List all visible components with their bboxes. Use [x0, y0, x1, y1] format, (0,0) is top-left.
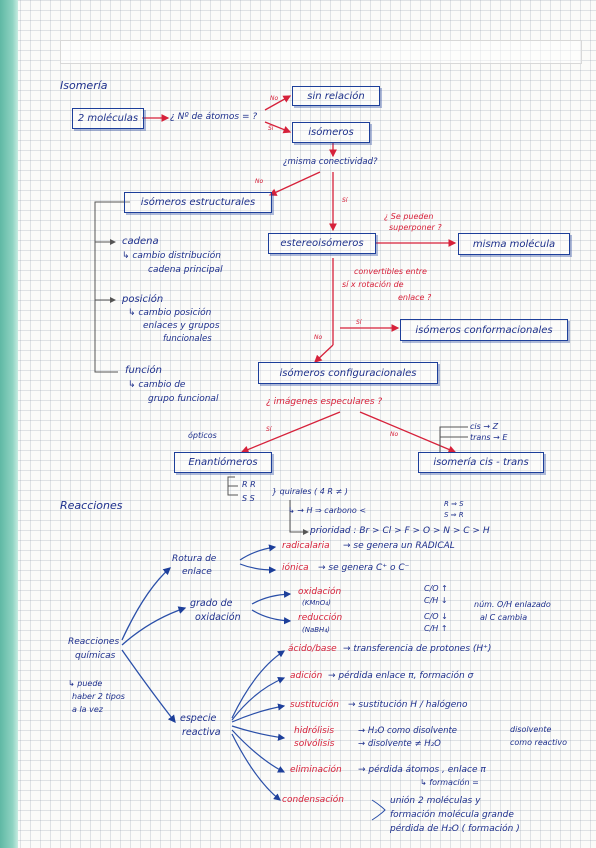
- posicion-descripcion: ↳ cambio posición: [128, 308, 212, 318]
- grado-oxidacion: grado de: [190, 598, 233, 609]
- nota-dos-tipos: haber 2 tipos: [72, 692, 125, 701]
- question-imagenes-especulares: ¿ imágenes especulares ?: [266, 397, 383, 407]
- hidrolisis: hidrólisis: [294, 726, 335, 736]
- box-isomeros: isómeros: [292, 122, 370, 143]
- radicalaria-descripcion: → se genera un RADICAL: [343, 541, 455, 551]
- especie-reactiva: reactiva: [182, 727, 221, 738]
- question-rotacion: enlace ?: [398, 293, 432, 302]
- config-r: R R: [242, 480, 256, 489]
- ch-disminuye: C/H ↓: [424, 596, 448, 605]
- condensacion-descripcion: pérdida de H₂O ( formación ): [390, 824, 520, 834]
- section-title-reacciones: Reacciones: [60, 499, 123, 512]
- funcion-descripcion: ↳ cambio de: [128, 380, 186, 390]
- hidrolisis-descripcion: → H₂O como disolvente: [358, 726, 458, 736]
- radicalaria: radicalaria: [282, 541, 330, 551]
- box-estereoisomeros: estereoisómeros: [268, 233, 376, 254]
- especie-reactiva: especie: [180, 713, 217, 724]
- reactivo-nabh4: (NaBH₄): [302, 626, 330, 634]
- rotura-enlace: Rotura de: [172, 554, 217, 564]
- label-si: Sí: [268, 125, 274, 132]
- funcion-descripcion: grupo funcional: [148, 394, 219, 404]
- notebook-binding-strip: [0, 0, 18, 848]
- box-isomeros-configuracionales: isómeros configuracionales: [258, 362, 438, 384]
- box-sin-relacion: sin relación: [292, 86, 380, 106]
- box-isomeros-estructurales: isómeros estructurales: [124, 192, 272, 213]
- label-si: Sí: [342, 197, 348, 204]
- question-rotacion: sí x rotación de: [342, 280, 404, 289]
- question-numero-atomos: ¿ Nº de átomos = ?: [170, 112, 258, 122]
- label-si: Sí: [266, 426, 272, 433]
- eliminacion: eliminación: [290, 765, 342, 775]
- num-oh-enlazado: al C cambia: [480, 613, 528, 622]
- formacion-doble-enlace: ↳ formación =: [420, 778, 479, 787]
- s-a-r: S ⇒ R: [444, 511, 464, 519]
- acido-base: ácido/base: [288, 644, 337, 654]
- label-si: Sí: [356, 319, 362, 326]
- box-enantiomeros: Enantiómeros: [174, 452, 272, 473]
- tipo-funcion: función: [125, 365, 162, 376]
- reactivo-kmno4: (KMnO₄): [302, 599, 331, 607]
- box-dos-moleculas: 2 moléculas: [72, 108, 144, 129]
- condensacion: condensación: [282, 795, 344, 805]
- label-no: No: [270, 95, 279, 102]
- adicion: adición: [290, 671, 323, 681]
- cadena-descripcion: cadena principal: [148, 265, 223, 275]
- carbono-h: ↳ → H ⇒ carbono <: [288, 506, 367, 515]
- adicion-descripcion: → pérdida enlace π, formación σ: [328, 671, 474, 681]
- ionica: iónica: [282, 563, 309, 573]
- cadena-descripcion: ↳ cambio distribución: [122, 251, 221, 261]
- condensacion-descripcion: unión 2 moléculas y: [390, 796, 481, 806]
- sustitucion-descripcion: → sustitución H / halógeno: [348, 700, 468, 710]
- co-aumenta: C/O ↑: [424, 584, 448, 593]
- section-title-isomeria: Isomería: [60, 79, 108, 92]
- label-no: No: [255, 178, 264, 185]
- ionica-descripcion: → se genera C⁺ o C⁻: [318, 563, 410, 573]
- condensacion-descripcion: formación molécula grande: [390, 810, 514, 820]
- label-no: No: [390, 431, 399, 438]
- question-superponer: ¿ Se pueden: [384, 212, 434, 221]
- nota-dos-tipos: a la vez: [72, 705, 103, 714]
- tipo-posicion: posición: [122, 294, 164, 305]
- rotura-enlace: enlace: [182, 567, 212, 577]
- posicion-descripcion: enlaces y grupos: [143, 321, 220, 331]
- prioridad: prioridad : Br > Cl > F > O > N > C > H: [310, 526, 490, 536]
- disolvente-como-reactivo: disolvente: [510, 725, 552, 734]
- tipo-cadena: cadena: [122, 236, 159, 247]
- box-misma-molecula: misma molécula: [458, 233, 570, 255]
- config-s: S S: [242, 494, 255, 503]
- posicion-descripcion: funcionales: [163, 334, 212, 344]
- solvolisis: solvólisis: [294, 739, 335, 749]
- grado-oxidacion: oxidación: [195, 612, 241, 623]
- question-rotacion: convertibles entre: [354, 267, 427, 276]
- question-conectividad: ¿misma conectividad?: [283, 157, 378, 167]
- solvolisis-descripcion: → disolvente ≠ H₂O: [358, 739, 441, 749]
- question-superponer: superponer ?: [389, 223, 442, 232]
- box-isomeros-conformacionales: isómeros conformacionales: [400, 319, 568, 341]
- box-isomeria-cis-trans: isomería cis - trans: [418, 452, 544, 473]
- acido-base-descripcion: → transferencia de protones (H⁺): [343, 644, 492, 654]
- trans-e: trans → E: [470, 433, 508, 442]
- ch-aumenta: C/H ↑: [424, 624, 448, 633]
- reacciones-quimicas: Reacciones: [68, 637, 120, 647]
- label-opticos: ópticos: [188, 431, 217, 440]
- quirales: } quirales ( 4 R ≠ ): [272, 487, 348, 496]
- reacciones-quimicas: químicas: [75, 651, 116, 661]
- sustitucion: sustitución: [290, 700, 340, 710]
- co-disminuye: C/O ↓: [424, 612, 448, 621]
- disolvente-como-reactivo: como reactivo: [510, 738, 568, 747]
- label-no: No: [314, 334, 323, 341]
- header-band: [60, 40, 582, 64]
- nota-dos-tipos: ↳ puede: [68, 679, 103, 688]
- cis-z: cis → Z: [470, 422, 499, 431]
- num-oh-enlazado: núm. O/H enlazado: [474, 600, 551, 609]
- reduccion: reducción: [298, 613, 343, 623]
- r-a-s: R ⇒ S: [444, 500, 464, 508]
- oxidacion: oxidación: [298, 587, 342, 597]
- eliminacion-descripcion: → pérdida átomos , enlace π: [358, 765, 486, 775]
